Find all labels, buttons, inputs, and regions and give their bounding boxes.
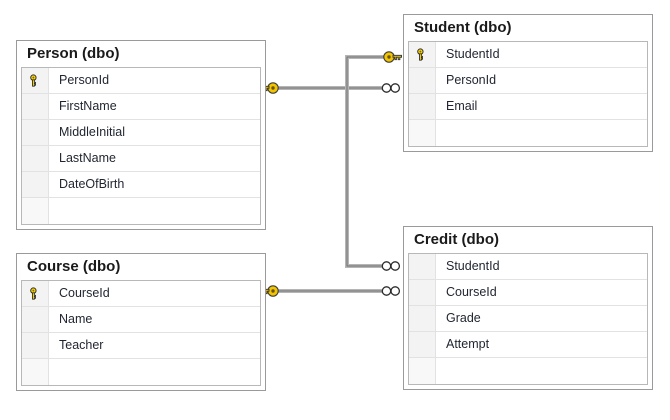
- key-cell-empty: [22, 146, 49, 171]
- column-name: MiddleInitial: [59, 125, 126, 139]
- column-row[interactable]: Name: [22, 307, 260, 333]
- column-name: StudentId: [446, 47, 500, 61]
- column-row-empty[interactable]: [409, 358, 647, 385]
- column-name-empty: [436, 120, 647, 146]
- column-name: Grade: [446, 311, 481, 325]
- column-row-empty[interactable]: [409, 120, 647, 147]
- column-name: FirstName: [59, 99, 117, 113]
- column-name-empty: [49, 359, 260, 385]
- column-row[interactable]: CourseId: [409, 280, 647, 306]
- key-cell-empty: [409, 332, 436, 357]
- table-header-credit[interactable]: Credit (dbo): [404, 227, 652, 253]
- column-row-empty[interactable]: [22, 359, 260, 386]
- column-row[interactable]: StudentId: [409, 254, 647, 280]
- column-name: Email: [446, 99, 478, 113]
- column-name: StudentId: [446, 259, 500, 273]
- relationship-person-student[interactable]: [261, 83, 401, 93]
- key-cell-empty: [22, 359, 49, 385]
- column-row[interactable]: Email: [409, 94, 647, 120]
- column-name: DateOfBirth: [59, 177, 125, 191]
- column-row[interactable]: PersonId: [409, 68, 647, 94]
- primary-key-icon: [22, 68, 49, 93]
- key-cell-empty: [22, 198, 49, 224]
- relationship-student-credit[interactable]: [345, 51, 403, 271]
- column-name-empty: [49, 198, 260, 224]
- column-row[interactable]: DateOfBirth: [22, 172, 260, 198]
- column-name: PersonId: [59, 73, 110, 87]
- key-cell-empty: [409, 254, 436, 279]
- key-cell-empty: [409, 306, 436, 331]
- table-header-course[interactable]: Course (dbo): [17, 254, 265, 280]
- column-name: CourseId: [446, 285, 497, 299]
- key-cell-empty: [22, 120, 49, 145]
- primary-key-icon: [22, 281, 49, 306]
- key-cell-empty: [22, 333, 49, 358]
- column-row[interactable]: PersonId: [22, 68, 260, 94]
- column-row[interactable]: MiddleInitial: [22, 120, 260, 146]
- column-row[interactable]: Grade: [409, 306, 647, 332]
- key-cell-empty: [22, 307, 49, 332]
- column-name: Teacher: [59, 338, 104, 352]
- column-name: Attempt: [446, 337, 490, 351]
- column-row[interactable]: Attempt: [409, 332, 647, 358]
- table-header-person[interactable]: Person (dbo): [17, 41, 265, 67]
- column-name: Name: [59, 312, 93, 326]
- column-row[interactable]: CourseId: [22, 281, 260, 307]
- column-row[interactable]: FirstName: [22, 94, 260, 120]
- column-name: CourseId: [59, 286, 110, 300]
- key-cell-empty: [409, 280, 436, 305]
- column-row-empty[interactable]: [22, 198, 260, 225]
- column-name: PersonId: [446, 73, 497, 87]
- column-name: LastName: [59, 151, 116, 165]
- key-cell-empty: [22, 172, 49, 197]
- key-cell-empty: [22, 94, 49, 119]
- column-row[interactable]: Teacher: [22, 333, 260, 359]
- table-header-student[interactable]: Student (dbo): [404, 15, 652, 41]
- key-cell-empty: [409, 68, 436, 93]
- column-name-empty: [436, 358, 647, 384]
- primary-key-icon: [409, 42, 436, 67]
- column-row[interactable]: LastName: [22, 146, 260, 172]
- column-row[interactable]: StudentId: [409, 42, 647, 68]
- key-cell-empty: [409, 94, 436, 119]
- key-cell-empty: [409, 358, 436, 384]
- key-cell-empty: [409, 120, 436, 146]
- relationship-course-credit[interactable]: [261, 286, 401, 296]
